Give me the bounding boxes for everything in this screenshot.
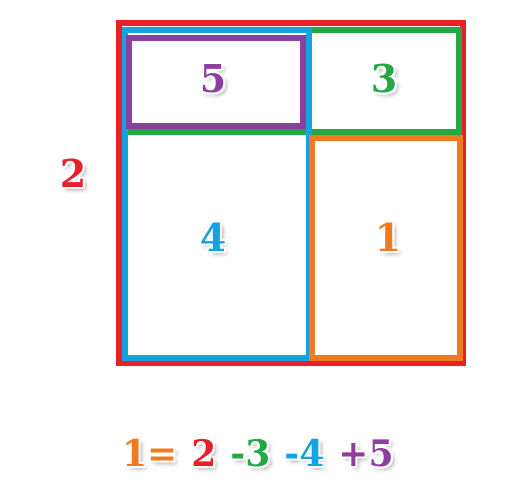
equation-term-5: +5: [338, 433, 394, 475]
equation-term-4: -4: [284, 433, 325, 475]
red-outer-rectangle: [116, 20, 466, 366]
outer-region-label: 2: [59, 151, 87, 196]
top-right-region-label: 3: [370, 56, 398, 101]
equation-term-2: 2: [191, 433, 217, 475]
purple-small-rectangle: [126, 35, 306, 129]
bottom-right-region-label: 1: [374, 215, 402, 260]
top-left-region-label: 5: [199, 56, 227, 101]
equation-term-1: 1=: [122, 433, 178, 475]
equation: 1= 2 -3 -4 +5: [122, 436, 394, 472]
orange-bottom-right-rectangle: [309, 135, 463, 361]
equation-term-3: -3: [230, 433, 271, 475]
left-region-label: 4: [199, 215, 227, 260]
